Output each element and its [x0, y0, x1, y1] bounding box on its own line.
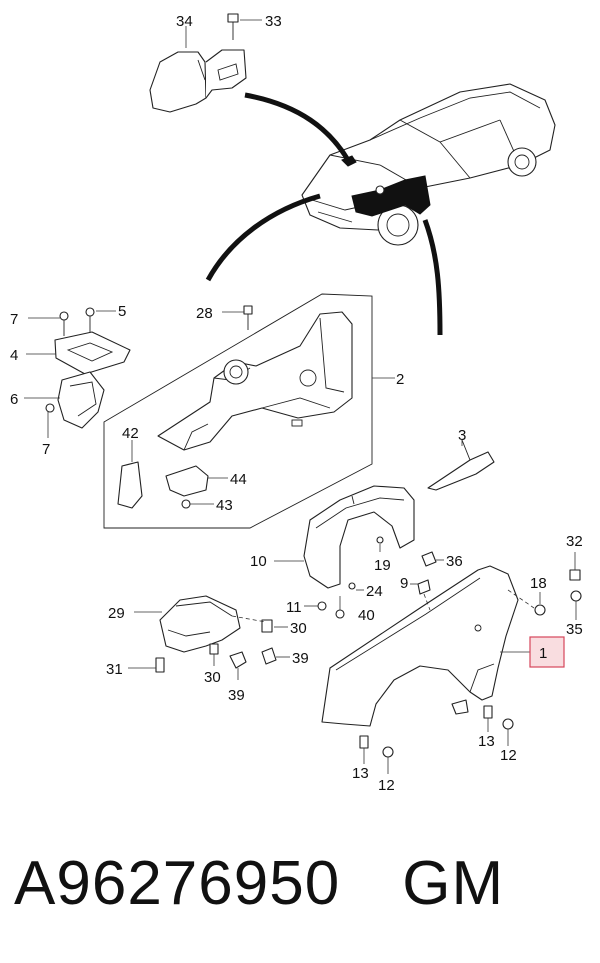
callout-9: 9 — [400, 575, 408, 592]
callout-11: 11 — [286, 599, 302, 616]
callout-7-upper: 7 — [10, 311, 18, 328]
part-34-bracket — [149, 13, 262, 113]
callout-18: 18 — [530, 575, 547, 592]
part-4-bracket-assembly — [24, 307, 131, 438]
callout-3: 3 — [458, 427, 466, 444]
callout-1: 1 — [539, 645, 547, 662]
callout-42: 42 — [122, 425, 139, 442]
callout-35: 35 — [566, 621, 583, 638]
callout-39-lower: 39 — [228, 687, 245, 704]
callout-12-center: 12 — [378, 777, 395, 794]
callout-19: 19 — [374, 557, 391, 574]
part-1-fender — [321, 551, 582, 774]
callout-34: 34 — [176, 13, 193, 30]
callout-32: 32 — [566, 533, 583, 550]
callout-43: 43 — [216, 497, 233, 514]
car-illustration — [301, 83, 556, 246]
parts-diagram: 34 33 7 5 4 6 7 — [10, 13, 583, 794]
callout-12-right: 12 — [500, 747, 517, 764]
callout-5: 5 — [118, 303, 126, 320]
part-29-mud-guard — [128, 595, 290, 680]
brand-name: GM — [402, 849, 505, 918]
callout-13-center: 13 — [352, 765, 369, 782]
part-number: A96276950 — [14, 849, 341, 918]
callout-29: 29 — [108, 605, 125, 622]
callout-39-upper: 39 — [292, 650, 309, 667]
callout-30-upper: 30 — [290, 620, 307, 637]
callout-36: 36 — [446, 553, 463, 570]
part-2-group-frame — [103, 293, 395, 529]
part-3-brace — [427, 439, 495, 491]
callout-13-right: 13 — [478, 733, 495, 750]
callout-40: 40 — [358, 607, 375, 624]
part-1-highlight — [529, 636, 565, 668]
callout-6: 6 — [10, 391, 18, 408]
callout-24: 24 — [366, 583, 383, 600]
callout-28: 28 — [196, 305, 213, 322]
callout-33: 33 — [265, 13, 282, 30]
part-10-wheelhouse-liner — [274, 485, 415, 619]
callout-7-lower: 7 — [42, 441, 50, 458]
callout-2: 2 — [396, 371, 404, 388]
callout-30-lower: 30 — [204, 669, 221, 686]
callout-4: 4 — [10, 347, 18, 364]
callout-31: 31 — [106, 661, 123, 678]
part-caption: A96276950 GM — [14, 848, 594, 928]
callout-44: 44 — [230, 471, 247, 488]
sweep-arrows — [205, 92, 443, 336]
callout-10: 10 — [250, 553, 267, 570]
